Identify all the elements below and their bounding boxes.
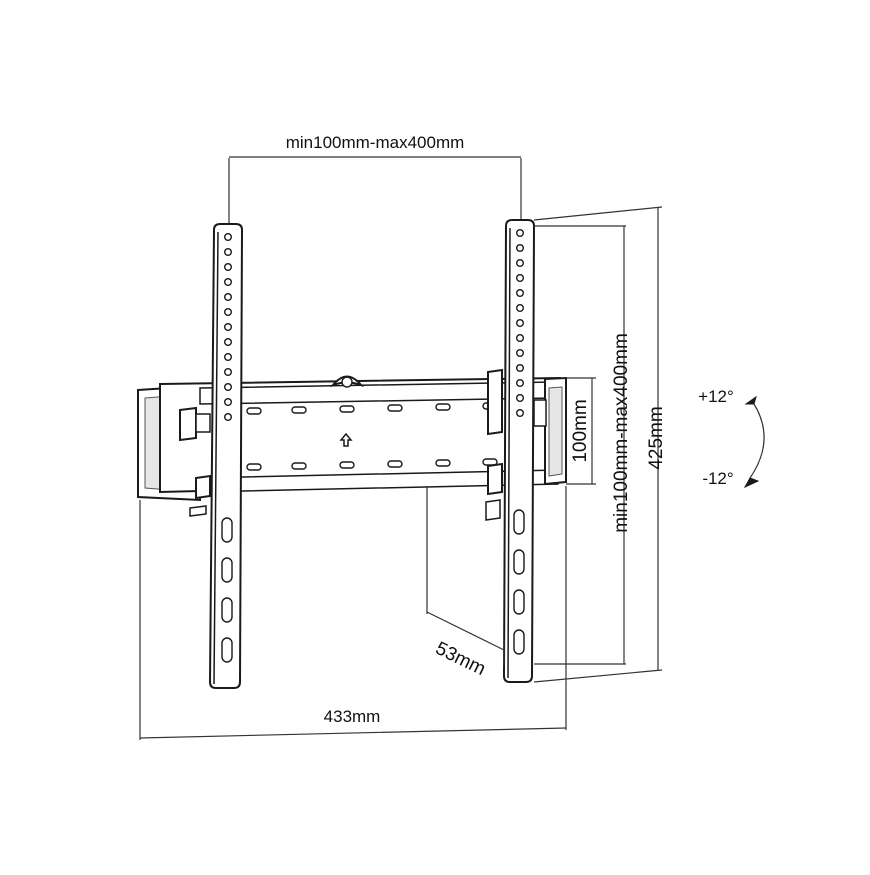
wall-plate xyxy=(137,375,567,502)
dim-rail-height-label: 100mm xyxy=(570,399,591,462)
left-bolt-icon xyxy=(195,474,211,500)
dim-height-span: min100mm-max400mm xyxy=(534,225,632,665)
dim-overall-height-label: 425mm xyxy=(646,406,667,469)
left-tilt-knob-icon xyxy=(179,406,197,442)
dim-rail-height: 100mm xyxy=(566,377,596,485)
dim-width-span: min100mm-max400mm xyxy=(228,133,522,228)
up-arrow-icon xyxy=(339,432,353,447)
tilt-arc-icon xyxy=(749,403,765,479)
dim-wall-depth-label: 53mm xyxy=(432,638,489,680)
tilt-up-label: +12° xyxy=(698,387,734,406)
dim-width-span-label: min100mm-max400mm xyxy=(286,133,465,152)
dim-overall-height: 425mm xyxy=(533,206,667,683)
right-bolt-icon xyxy=(487,462,503,496)
dim-overall-width: 433mm xyxy=(139,486,567,740)
right-arm-slots xyxy=(513,509,525,655)
right-arm xyxy=(485,219,547,683)
right-tilt-knob-icon xyxy=(487,368,503,436)
left-arm-holes xyxy=(223,232,232,422)
left-arm-slots xyxy=(221,517,233,663)
dim-overall-width-label: 433mm xyxy=(324,707,381,726)
right-arm-holes xyxy=(516,228,525,418)
left-arm xyxy=(179,223,244,689)
dim-height-span-label: min100mm-max400mm xyxy=(611,333,632,533)
tilt-indicator: +12° -12° xyxy=(698,387,765,489)
tilt-down-label: -12° xyxy=(702,469,733,488)
